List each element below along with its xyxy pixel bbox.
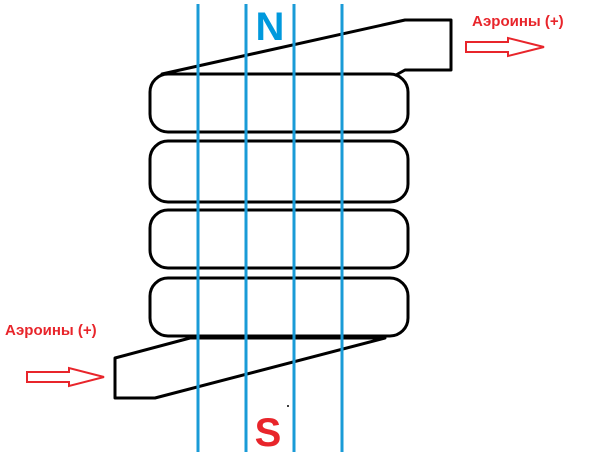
south-pole-label: S: [255, 411, 282, 455]
dot-mark: [287, 405, 289, 407]
field-lines: [196, 4, 344, 452]
inlet-arrow-icon: [26, 366, 105, 388]
coil-loop-4: [148, 276, 410, 338]
coil-loop-1: [148, 72, 410, 134]
coil-bottom-lead: [113, 336, 387, 400]
coil-top-lead: [160, 18, 453, 77]
outlet-label: Аэроины (+): [472, 13, 564, 30]
coil-loop-2: [148, 139, 410, 204]
coil: [113, 18, 453, 400]
outlet-arrow-icon: [465, 36, 545, 58]
coil-loop-3: [148, 208, 410, 270]
north-pole-label: N: [256, 5, 285, 49]
inlet-label: Аэроины (+): [5, 322, 97, 339]
